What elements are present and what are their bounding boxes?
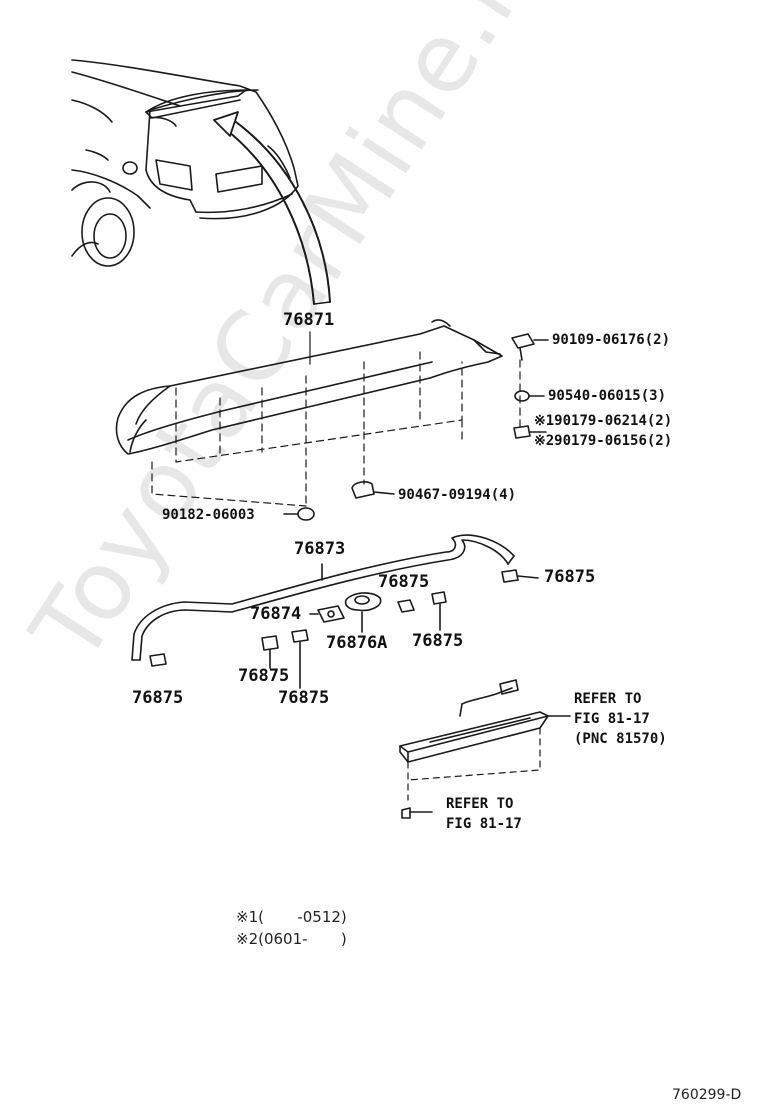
seal-strip <box>131 534 515 661</box>
label-76875-low-b: 76875 <box>278 688 330 708</box>
label-76875-mid: 76875 <box>412 631 464 651</box>
rear-spoiler <box>115 319 521 507</box>
label-76873: 76873 <box>294 539 346 559</box>
refer-1-line-1: REFER TO <box>574 691 642 707</box>
label-76874: 76874 <box>250 604 302 624</box>
car-illustration <box>71 59 331 305</box>
refer-1-line-3: (PNC 81570) <box>574 731 667 747</box>
note-2: ※2(0601- ) <box>236 930 347 948</box>
label-90467-09194: 90467-09194(4) <box>398 487 517 503</box>
label-76875-top: 76875 <box>378 572 430 592</box>
diagram-code: 760299-D <box>672 1087 742 1103</box>
stop-lamp <box>399 679 571 819</box>
label-76875-right: 76875 <box>544 567 596 587</box>
refer-2-line-1: REFER TO <box>446 796 514 812</box>
fasteners <box>283 333 549 521</box>
clips <box>149 563 539 689</box>
note-1: ※1( -0512) <box>236 908 347 926</box>
label-76876a: 76876A <box>326 633 388 653</box>
label-90182-06003: 90182-06003 <box>162 507 255 523</box>
label-90109-06176: 90109-06176(2) <box>552 332 671 348</box>
label-76875-low-a: 76875 <box>238 666 290 686</box>
label-190179-06214: ※190179-06214(2) <box>534 413 673 429</box>
refer-2-line-2: FIG 81-17 <box>446 816 522 832</box>
label-90540-06015: 90540-06015(3) <box>548 388 667 404</box>
label-290179-06156: ※290179-06156(2) <box>534 433 673 449</box>
label-76875-left: 76875 <box>132 688 184 708</box>
label-76871: 76871 <box>283 310 335 330</box>
refer-1-line-2: FIG 81-17 <box>574 711 650 727</box>
